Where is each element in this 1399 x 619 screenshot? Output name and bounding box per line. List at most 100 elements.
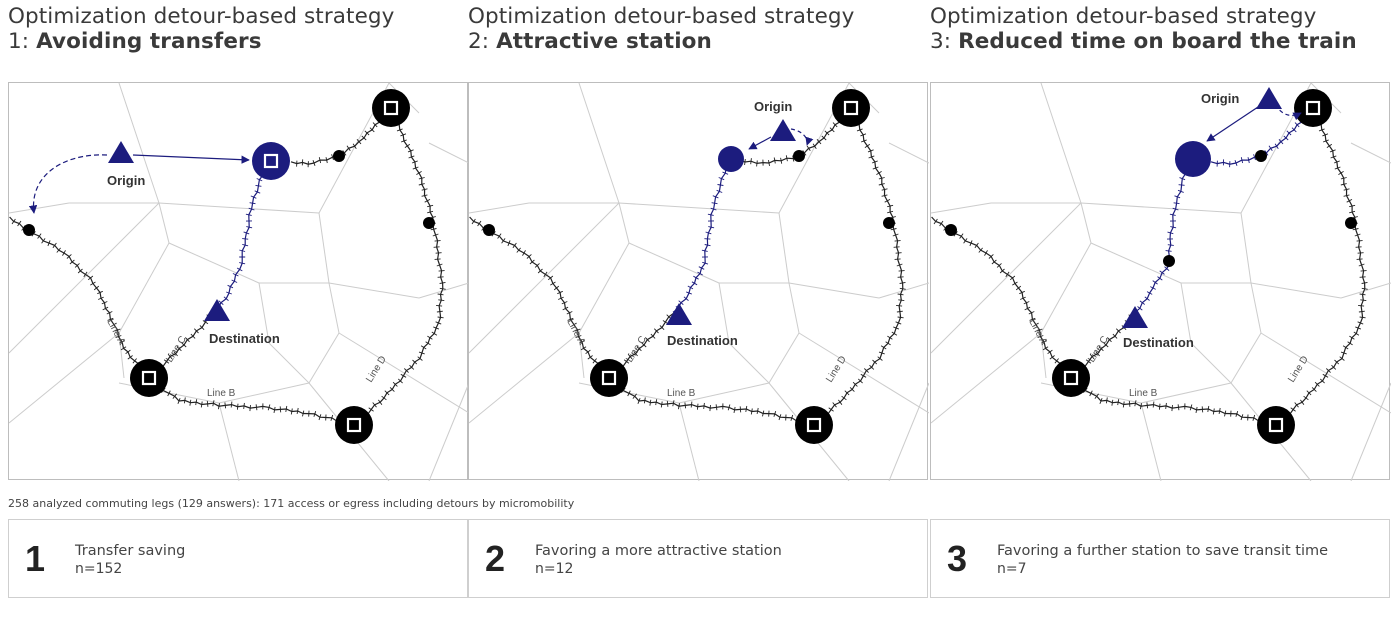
rail-line-top <box>738 155 800 167</box>
station-major-square-icon <box>1063 370 1079 386</box>
station-major-square-icon <box>346 417 362 433</box>
station-major <box>1052 359 1090 397</box>
rail-line-b <box>1071 376 1277 428</box>
station-major <box>795 406 833 444</box>
label-destination: Destination <box>1123 335 1194 350</box>
station-attractive <box>718 146 744 172</box>
station-target <box>252 142 290 180</box>
label-destination: Destination <box>209 331 280 346</box>
station-major <box>372 89 410 127</box>
station-major-square-icon <box>806 417 822 433</box>
label-line-b: Line B <box>667 388 696 399</box>
rail-line-b <box>609 376 815 428</box>
rail-line-a <box>951 228 1072 379</box>
title-strategy-name: Reduced time on board the train <box>958 29 1357 54</box>
label-line-d: Line D <box>1286 354 1311 384</box>
detour-arrow <box>132 154 250 164</box>
station-target-square-icon <box>263 153 279 169</box>
origin-marker <box>1256 87 1282 109</box>
rail-line-top <box>290 154 340 168</box>
label-line-b: Line B <box>207 388 236 399</box>
label-line-b: Line B <box>1129 388 1158 399</box>
title-strategy-name: Avoiding transfers <box>36 29 262 54</box>
title-line1: Optimization detour-based strategy <box>930 4 1317 29</box>
station-major <box>590 359 628 397</box>
rail-line-b <box>149 376 355 428</box>
dashed-usual-route-arrow <box>28 154 108 214</box>
station-major <box>832 89 870 127</box>
destination-marker <box>204 299 230 321</box>
title-number: 2: <box>468 29 490 54</box>
detour-arrow <box>1206 104 1262 142</box>
title-number: 3: <box>930 29 952 54</box>
station-small <box>883 217 895 229</box>
title-strategy-name: Attractive station <box>496 29 712 54</box>
rail-line-a <box>489 228 610 379</box>
station-small <box>333 150 345 162</box>
title-strategy-2: Optimization detour-based strategy 2: At… <box>468 4 938 54</box>
rail-line-d <box>812 107 906 425</box>
station-major <box>335 406 373 444</box>
blue-route-line-c <box>1134 160 1190 313</box>
caption: 258 analyzed commuting legs (129 answers… <box>8 497 575 510</box>
station-major-square-icon <box>1305 100 1321 116</box>
label-origin: Origin <box>1201 91 1239 106</box>
destination-marker <box>1122 306 1148 328</box>
title-line1: Optimization detour-based strategy <box>468 4 855 29</box>
voronoi-boundaries <box>9 83 469 481</box>
strategy-count: n=12 <box>535 561 574 577</box>
strategy-box-2: 2 Favoring a more attractive station n=1… <box>468 519 928 598</box>
label-origin: Origin <box>107 173 145 188</box>
strategy-box-1: 1 Transfer saving n=152 <box>8 519 468 598</box>
strategy-count: n=152 <box>75 561 123 577</box>
strategy-label: Transfer saving <box>75 543 186 559</box>
dashed-usual-route-arrow <box>1274 104 1302 121</box>
destination-marker <box>666 303 692 325</box>
title-number: 1: <box>8 29 30 54</box>
label-line-d: Line D <box>364 354 389 384</box>
origin-marker <box>770 119 796 141</box>
strategy-number: 2 <box>485 538 506 579</box>
dashed-usual-route-arrow <box>790 128 814 146</box>
station-small <box>1255 150 1267 162</box>
station-small <box>423 217 435 229</box>
origin-marker <box>108 141 134 163</box>
voronoi-boundaries <box>931 83 1391 481</box>
station-small <box>945 224 957 236</box>
station-major <box>1294 89 1332 127</box>
station-major-square-icon <box>383 100 399 116</box>
title-strategy-1: Optimization detour-based strategy 1: Av… <box>8 4 478 54</box>
station-small <box>23 224 35 236</box>
station-major-square-icon <box>843 100 859 116</box>
station-small <box>793 150 805 162</box>
voronoi-boundaries <box>469 83 929 481</box>
rail-line-a <box>29 228 150 379</box>
title-strategy-3: Optimization detour-based strategy 3: Re… <box>930 4 1399 54</box>
strategy-number: 3 <box>947 538 968 579</box>
station-further <box>1175 141 1211 177</box>
strategy-count: n=7 <box>997 561 1027 577</box>
blue-route-line-c <box>672 160 730 313</box>
station-major-square-icon <box>1268 417 1284 433</box>
strategy-box-3: 3 Favoring a further station to save tra… <box>930 519 1390 598</box>
detour-arrow <box>748 136 772 150</box>
station-major-square-icon <box>141 370 157 386</box>
blue-route-top <box>1210 154 1262 168</box>
station-small <box>1163 255 1175 267</box>
station-major <box>1257 406 1295 444</box>
station-major-square-icon <box>601 370 617 386</box>
strategy-number: 1 <box>25 538 46 579</box>
strategy-label: Favoring a more attractive station <box>535 543 782 559</box>
label-line-d: Line D <box>824 354 849 384</box>
station-small <box>1345 217 1357 229</box>
label-destination: Destination <box>667 333 738 348</box>
label-origin: Origin <box>754 99 792 114</box>
blue-route-line-c <box>212 162 268 313</box>
station-major <box>130 359 168 397</box>
